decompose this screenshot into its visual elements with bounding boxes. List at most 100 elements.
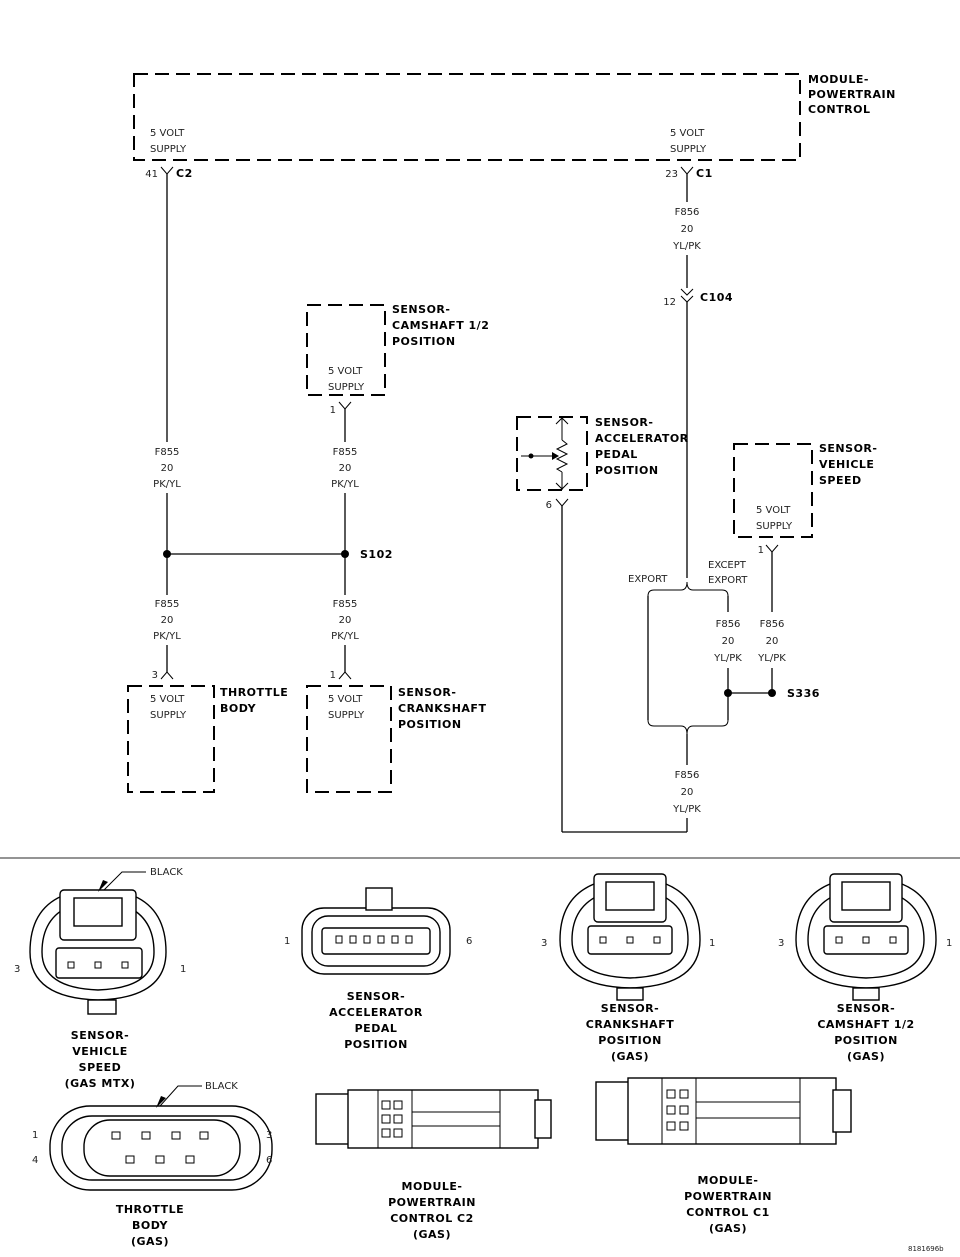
app-terminal-symbol <box>555 498 569 507</box>
vss-pin-left: 3 <box>14 964 20 975</box>
pcm-c2-conn-l1: MODULE- <box>402 1180 463 1193</box>
potentiometer-icon <box>555 439 569 473</box>
f855-tb-circuit: F855 <box>155 599 180 610</box>
app-sensor-l2: ACCELERATOR <box>595 432 689 445</box>
cam-conn-l4: (GAS) <box>847 1050 885 1063</box>
crank-conn-l2: CRANKSHAFT <box>586 1018 674 1031</box>
pcm-module-box <box>133 73 801 161</box>
f855-crank-gauge: 20 <box>339 615 352 626</box>
crank-pin-right: 1 <box>709 938 715 949</box>
cam-sensor-l1: SENSOR- <box>392 303 450 316</box>
crank-sensor-l1: SENSOR- <box>398 686 456 699</box>
vss-conn-l1: SENSOR- <box>71 1029 129 1042</box>
f855-left-color: PK/YL <box>153 479 181 490</box>
app-pin-right: 6 <box>466 936 472 947</box>
tb-pin-tl: 1 <box>32 1130 38 1141</box>
crank-sensor-box <box>306 685 392 793</box>
f856-top-color: YL/PK <box>672 241 701 252</box>
pcm-c1-connector-view: MODULE- POWERTRAIN CONTROL C1 (GAS) <box>595 1077 852 1235</box>
f855-left-gauge: 20 <box>161 463 174 474</box>
option-brace-bottom <box>647 719 729 735</box>
c104-female-symbol <box>680 288 694 296</box>
app-pin-left: 1 <box>284 936 290 947</box>
vss-sensor: SENSOR- VEHICLE SPEED 5 VOLT SUPPLY 1 <box>733 442 877 556</box>
f856-except-circuit: F856 <box>716 619 741 630</box>
crank-sensor-pin: 1 <box>330 670 336 681</box>
pcm-name-line2: POWERTRAIN <box>808 88 896 101</box>
pcm-right-supply-l2: SUPPLY <box>670 144 707 155</box>
cam-pin-left: 3 <box>778 938 784 949</box>
pcm-c1-conn-l1: MODULE- <box>698 1174 759 1187</box>
vss-callout: BLACK <box>150 867 183 878</box>
pcm-module: MODULE- POWERTRAIN CONTROL 5 VOLT SUPPLY… <box>133 73 896 180</box>
pcm-name-line1: MODULE- <box>808 73 869 86</box>
f856-top-circuit: F856 <box>675 207 700 218</box>
f856-except-color: YL/PK <box>713 653 742 664</box>
vss-sensor-l2: VEHICLE <box>819 458 874 471</box>
app-conn-l4: POSITION <box>344 1038 408 1051</box>
vss-sensor-box <box>733 443 813 538</box>
app-sensor-l4: POSITION <box>595 464 659 477</box>
f856-bottom-gauge: 20 <box>681 787 694 798</box>
pcm-c1-conn-l2: POWERTRAIN <box>684 1190 772 1203</box>
vss-sensor-supply-l1: 5 VOLT <box>756 505 791 516</box>
crank-sensor-l2: CRANKSHAFT <box>398 702 486 715</box>
tb-pin-tr: 3 <box>266 1130 272 1141</box>
splice-s336-label: S336 <box>787 687 820 700</box>
app-latch-icon <box>365 887 393 911</box>
cam-sensor-supply-l1: 5 VOLT <box>328 366 363 377</box>
pcm-c2-terminal-symbol <box>160 166 174 175</box>
throttle-body-pin: 3 <box>152 670 158 681</box>
cam-sensor-supply-l2: SUPPLY <box>328 382 365 393</box>
crank-sensor: 1 SENSOR- CRANKSHAFT POSITION 5 VOLT SUP… <box>306 670 486 793</box>
c104-label: C104 <box>700 291 733 304</box>
cam-conn-l3: POSITION <box>834 1034 898 1047</box>
pcm-c2-conn-l3: CONTROL C2 <box>390 1212 474 1225</box>
f855-cam-circuit: F855 <box>333 447 358 458</box>
f855-tb-gauge: 20 <box>161 615 174 626</box>
vss-conn-l2: VEHICLE <box>72 1045 127 1058</box>
f856-vss-color: YL/PK <box>757 653 786 664</box>
pcm-c1-conn-l3: CONTROL C1 <box>686 1206 770 1219</box>
vss-pin-right: 1 <box>180 964 186 975</box>
f856-vss-circuit: F856 <box>760 619 785 630</box>
tb-callout: BLACK <box>205 1081 238 1092</box>
crank-connector-view: 3 1 SENSOR- CRANKSHAFT POSITION (GAS) <box>541 873 715 1063</box>
f855-crank-color: PK/YL <box>331 631 359 642</box>
option-export-label: EXPORT <box>628 574 668 585</box>
crank-sensor-supply-l1: 5 VOLT <box>328 694 363 705</box>
app-connector-view: 1 6 SENSOR- ACCELERATOR PEDAL POSITION <box>284 887 472 1051</box>
throttle-body-box <box>127 685 215 793</box>
vss-sensor-pin: 1 <box>758 545 764 556</box>
vss-sensor-l3: SPEED <box>819 474 862 487</box>
option-brace-top <box>647 581 729 597</box>
splice-dot-left <box>163 550 171 558</box>
throttle-body: 3 THROTTLE BODY 5 VOLT SUPPLY <box>127 670 288 793</box>
f856-bottom-color: YL/PK <box>672 804 701 815</box>
tb-conn-l3: (GAS) <box>131 1235 169 1248</box>
vss-conn-l4: (GAS MTX) <box>65 1077 136 1090</box>
pcm-right-connector: C1 <box>696 167 713 180</box>
app-sensor-l1: SENSOR- <box>595 416 653 429</box>
app-sensor: SENSOR- ACCELERATOR PEDAL POSITION 6 <box>516 416 689 511</box>
c104-pin: 12 <box>663 297 676 308</box>
figure-id: 8181696b <box>908 1245 944 1253</box>
pcm-c1-conn-l4: (GAS) <box>709 1222 747 1235</box>
pcm-right-supply-l1: 5 VOLT <box>670 128 705 139</box>
throttle-body-terminal-symbol <box>160 671 174 680</box>
f856-except-gauge: 20 <box>722 636 735 647</box>
app-sensor-l3: PEDAL <box>595 448 638 461</box>
f855-circuit: F855 20 PK/YL F855 20 PK/YL S102 F855 20… <box>153 174 392 680</box>
crank-conn-l3: POSITION <box>598 1034 662 1047</box>
splice-dot-except <box>724 689 732 697</box>
c104-male-symbol <box>680 295 694 303</box>
pcm-c2-conn-l2: POWERTRAIN <box>388 1196 476 1209</box>
cam-pin-right: 1 <box>946 938 952 949</box>
f855-cam-color: PK/YL <box>331 479 359 490</box>
option-except-l1: EXCEPT <box>708 560 747 571</box>
crank-conn-l1: SENSOR- <box>601 1002 659 1015</box>
vss-conn-l3: SPEED <box>79 1061 122 1074</box>
pcm-c2-connector-view: MODULE- POWERTRAIN CONTROL C2 (GAS) <box>315 1089 552 1241</box>
